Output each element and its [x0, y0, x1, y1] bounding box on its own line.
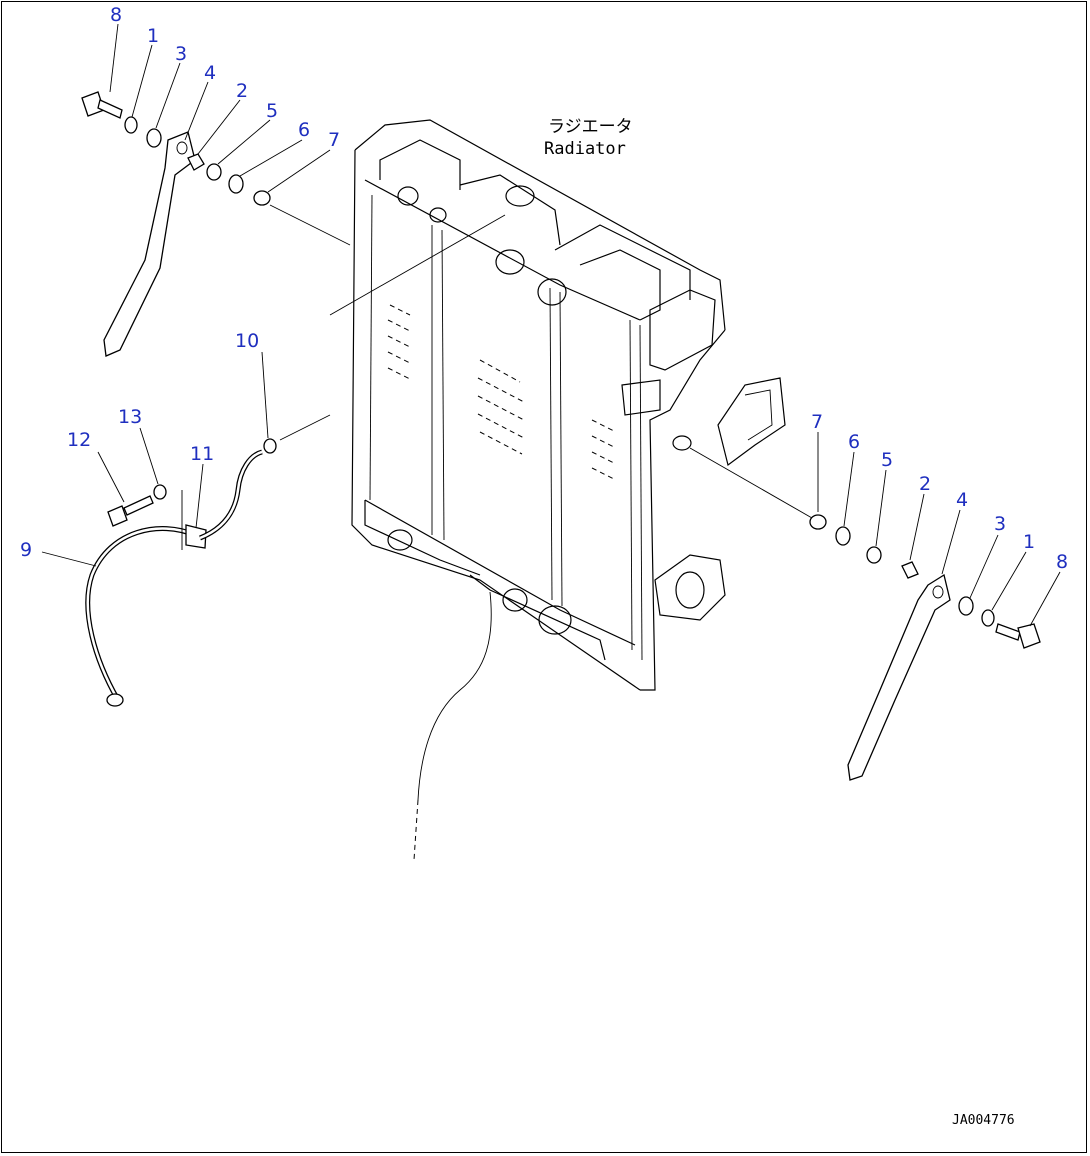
callout-left-4: 4: [204, 62, 216, 84]
callout-right-8: 8: [1056, 551, 1068, 573]
callout-right-4: 4: [956, 489, 968, 511]
callout-right-5: 5: [881, 449, 893, 471]
callout-left-1: 1: [147, 25, 159, 47]
callout-right-2: 2: [919, 473, 931, 495]
ground-cable-callouts: 10 13 12 11 9: [20, 330, 259, 561]
callout-10: 10: [235, 330, 259, 352]
right-callouts: 7 6 5 2 4 3 1 8: [811, 411, 1068, 573]
callout-right-6: 6: [848, 431, 860, 453]
callout-left-2: 2: [236, 80, 248, 102]
callout-13: 13: [118, 406, 142, 428]
callout-left-7: 7: [328, 129, 340, 151]
mounting-bracket-plate: [672, 377, 813, 519]
callout-right-7: 7: [811, 411, 823, 433]
callout-right-1: 1: [1023, 531, 1035, 553]
callout-left-8: 8: [110, 4, 122, 26]
assembly-name-japanese: ラジエータ: [548, 117, 633, 137]
left-stay-assembly: [81, 23, 331, 357]
callout-9: 9: [20, 539, 32, 561]
right-stay-assembly: [809, 432, 1061, 781]
callout-12: 12: [67, 429, 91, 451]
callout-left-5: 5: [266, 100, 278, 122]
assembly-name-english: Radiator: [544, 139, 626, 159]
ground-cable-assembly: [41, 351, 277, 707]
callout-right-3: 3: [994, 513, 1006, 535]
drawing-code: JA004776: [952, 1113, 1015, 1128]
callout-left-3: 3: [175, 43, 187, 65]
left-callouts: 8 1 3 4 2 5 6 7: [110, 4, 340, 151]
callout-11: 11: [190, 443, 214, 465]
radiator-body: [269, 119, 726, 861]
callout-left-6: 6: [298, 119, 310, 141]
